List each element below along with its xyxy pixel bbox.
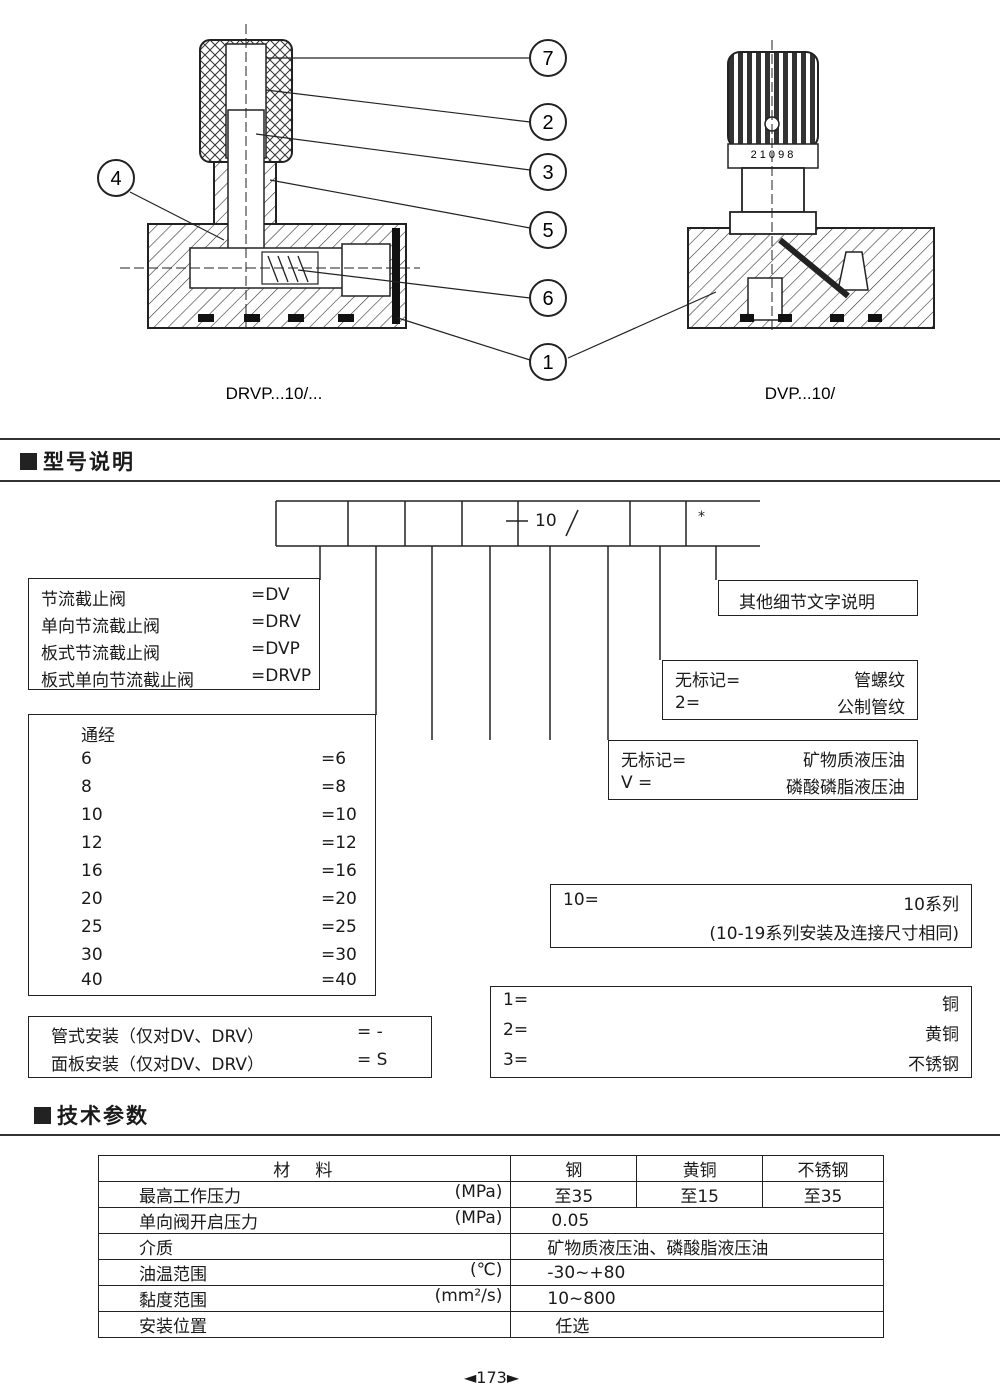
table-row: 材 料 钢 黄铜 不锈钢: [97, 1155, 884, 1182]
other-details-text: 其他细节文字说明: [739, 593, 875, 613]
svg-text:1: 1: [542, 352, 553, 374]
valve-drawings: 7 2 3 4 5 6 1 2 1 0 9 8 DRVP...10/... DV…: [97, 24, 935, 403]
callout-4: 4: [97, 159, 135, 197]
section-bar-model: [0, 438, 1000, 482]
callout-6: 6: [529, 279, 567, 317]
table-row: 介质 矿物质液压油、磷酸脂液压油: [97, 1233, 884, 1260]
square-bullet-icon: [20, 453, 37, 470]
seal-box: 无标记=矿物质液压油 V =磷酸磷脂液压油: [608, 740, 918, 800]
material-box: 1=铜 2=黄铜 3=不锈钢: [490, 986, 972, 1078]
series-box: 10=10系列 (10-19系列安装及连接尺寸相同): [550, 884, 972, 948]
section-bar-tech: [0, 1092, 1000, 1136]
oil-temp-value: -30~+80: [510, 1259, 884, 1286]
section-title-model: 型号说明: [20, 446, 135, 476]
medium-value: 矿物质液压油、磷酸脂液压油: [510, 1233, 884, 1260]
knob-scale: 2 1 0 9 8: [751, 149, 794, 161]
callout-2: 2: [529, 103, 567, 141]
svg-text:5: 5: [542, 220, 553, 242]
left-caption: DRVP...10/...: [226, 384, 323, 403]
header-steel: 钢: [510, 1155, 638, 1182]
other-details-box: 其他细节文字说明: [718, 580, 918, 616]
svg-text:3: 3: [542, 162, 553, 184]
svg-text:4: 4: [110, 168, 121, 190]
table-row: 单向阀开启压力(MPa) 0.05: [97, 1207, 884, 1234]
drvp-section-drawing: [120, 24, 531, 361]
page-number: ◄173►: [464, 1368, 520, 1387]
section-title-tech: 技术参数: [34, 1100, 149, 1130]
header-brass: 黄铜: [636, 1155, 764, 1182]
table-row: 黏度范围(mm²/s) 10~800: [97, 1285, 884, 1312]
callout-5: 5: [529, 211, 567, 249]
callout-3: 3: [529, 153, 567, 191]
tech-params-table: 材 料 钢 黄铜 不锈钢 最高工作压力(MPa) 至35 至15 至35 单向阀…: [97, 1155, 884, 1338]
viscosity-value: 10~800: [510, 1285, 884, 1312]
max-pressure-label: 最高工作压力(MPa): [97, 1181, 512, 1208]
table-row: 油温范围(℃) -30~+80: [97, 1259, 884, 1286]
check-pressure-label: 单向阀开启压力(MPa): [97, 1207, 512, 1234]
max-pressure-steel: 至35: [510, 1181, 638, 1208]
medium-label: 介质: [97, 1233, 512, 1260]
svg-text:2: 2: [542, 112, 553, 134]
callout-7: 7: [529, 39, 567, 77]
install-value: 任选: [510, 1311, 884, 1338]
type-box: 节流截止阀=DV 单向节流截止阀=DRV 板式节流截止阀=DVP 板式单向节流截…: [28, 578, 320, 691]
dvp-section-drawing: [567, 40, 935, 359]
max-pressure-stainless: 至35: [762, 1181, 884, 1208]
right-caption: DVP...10/: [765, 384, 836, 403]
table-row: 安装位置 任选: [97, 1311, 884, 1338]
code-star: *: [698, 509, 705, 525]
check-pressure-value: 0.05: [510, 1207, 884, 1234]
size-header: 通经: [81, 726, 115, 746]
viscosity-label: 黏度范围(mm²/s): [97, 1285, 512, 1312]
header-label: 材 料: [97, 1155, 512, 1182]
svg-text:7: 7: [542, 48, 553, 70]
code-diagram: [275, 500, 760, 740]
mounting-box: 管式安装（仅对DV、DRV）= - 面板安装（仅对DV、DRV）= S: [28, 1016, 432, 1078]
callout-1: 1: [529, 343, 567, 381]
svg-text:6: 6: [542, 288, 553, 310]
header-stainless: 不锈钢: [762, 1155, 884, 1182]
size-box: 通经 6=6 8=8 10=10 12=12 16=16 20=20 25=25…: [28, 714, 376, 996]
square-bullet-icon: [34, 1107, 51, 1124]
code-series: 10: [535, 511, 557, 531]
table-row: 最高工作压力(MPa) 至35 至15 至35: [97, 1181, 884, 1208]
max-pressure-brass: 至15: [636, 1181, 764, 1208]
thread-box: 无标记=管螺纹 2=公制管纹: [662, 660, 918, 720]
install-label: 安装位置: [97, 1311, 512, 1338]
oil-temp-label: 油温范围(℃): [97, 1259, 512, 1286]
